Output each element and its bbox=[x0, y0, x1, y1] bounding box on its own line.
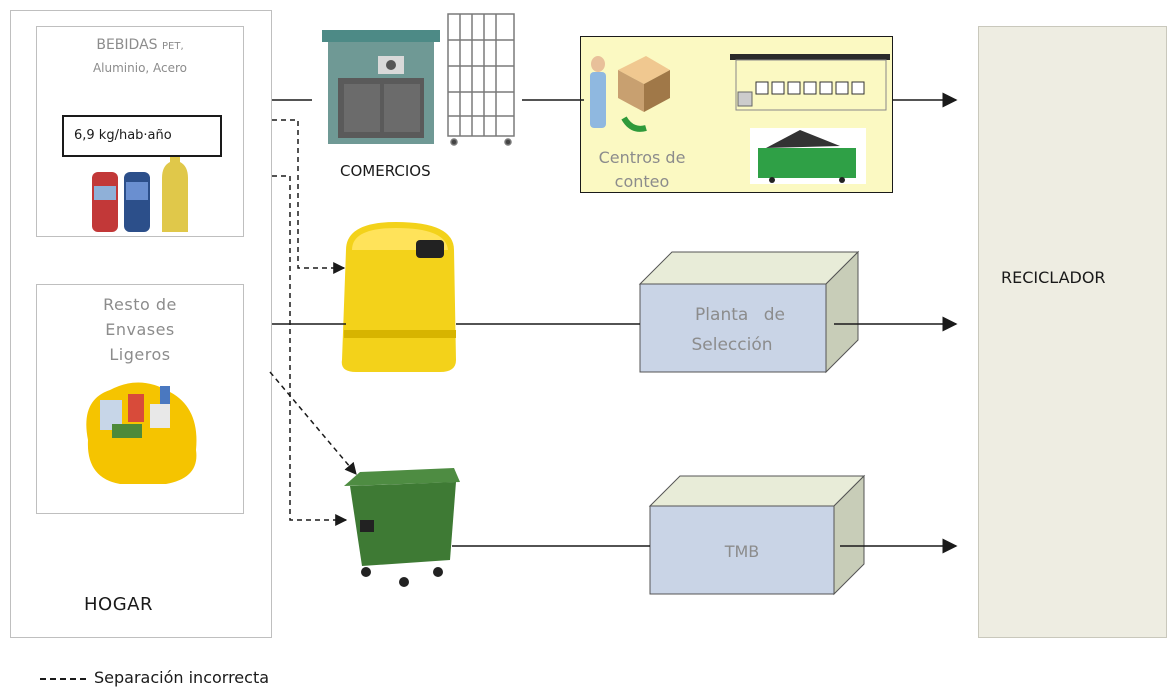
reciclador-label: RECICLADOR bbox=[1001, 268, 1106, 287]
waste-bag-icon bbox=[86, 382, 197, 484]
planta-label-line2: Selección bbox=[691, 335, 773, 355]
centros-conteo-label: Centros de conteo bbox=[584, 146, 700, 194]
comercios-label: COMERCIOS bbox=[340, 162, 431, 180]
green-container-icon bbox=[344, 468, 460, 587]
centros-line2: conteo bbox=[614, 172, 670, 191]
hogar-box bbox=[10, 10, 272, 638]
dashed-bebidas-amarillo bbox=[272, 119, 346, 274]
hogar-label: HOGAR bbox=[84, 594, 153, 615]
planta-label-line1: Planta de bbox=[695, 305, 785, 325]
tmb-box bbox=[648, 474, 866, 596]
bebidas-title-small: PET, bbox=[162, 41, 184, 52]
trolley-icon bbox=[447, 13, 515, 146]
tmb-label: TMB bbox=[724, 542, 760, 561]
counting-center-icon bbox=[590, 56, 670, 132]
bebidas-title-text: BEBIDAS bbox=[96, 37, 158, 53]
yellow-container-icon bbox=[341, 222, 456, 372]
dashed-resto-verde bbox=[269, 371, 357, 475]
resto-line3: Ligeros bbox=[109, 345, 171, 364]
resto-envases-box bbox=[36, 284, 244, 514]
bebidas-title: BEBIDAS PET, bbox=[36, 36, 244, 56]
drink-containers-icon bbox=[92, 148, 188, 232]
legend-dash-line bbox=[40, 678, 86, 680]
bebidas-box bbox=[36, 26, 244, 237]
bebidas-subtitle: Aluminio, Acero bbox=[92, 61, 188, 75]
resto-envases-title: Resto de Envases Ligeros bbox=[36, 292, 244, 367]
resto-line2: Envases bbox=[105, 320, 175, 339]
resto-line1: Resto de bbox=[103, 295, 177, 314]
centros-line1: Centros de bbox=[598, 148, 686, 167]
reciclador-box bbox=[978, 26, 1167, 638]
dashed-bebidas-verde bbox=[272, 175, 348, 526]
counting-machine-icon bbox=[730, 54, 890, 111]
legend-label: Separación incorrecta bbox=[94, 668, 270, 687]
ratio-label: 6,9 kg/hab·año bbox=[62, 115, 222, 157]
comercios-machine-icon bbox=[322, 30, 440, 144]
compactor-container-icon bbox=[750, 128, 866, 184]
planta-seleccion-box bbox=[638, 250, 860, 374]
